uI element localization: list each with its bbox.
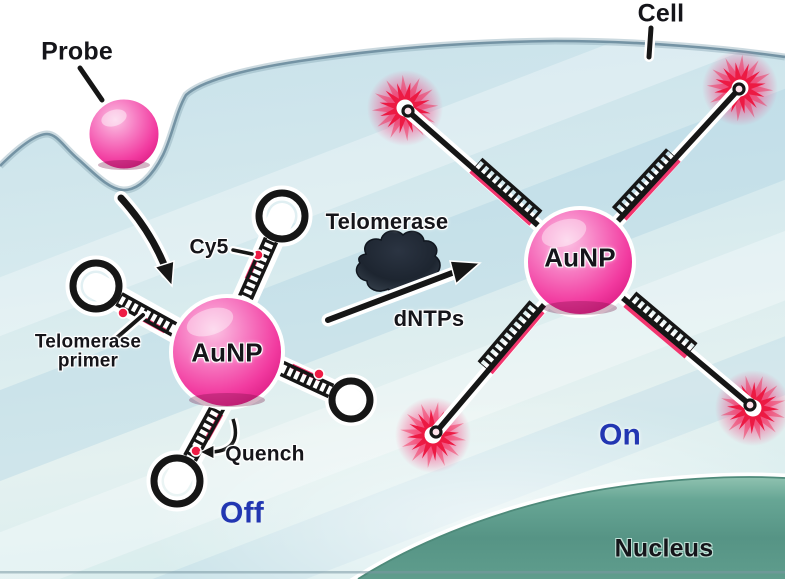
quencher-dot xyxy=(117,307,129,319)
cell-leader-line xyxy=(646,25,654,60)
nucleus-region xyxy=(349,472,785,579)
primer-leader-line xyxy=(111,313,145,343)
label-telomerase-primer-line1: Telomerase xyxy=(34,331,142,353)
label-nucleus: Nucleus xyxy=(614,534,714,563)
label-aunp-left: AuNP xyxy=(191,337,263,368)
extended-strand-top-left xyxy=(401,104,553,239)
nucleus-edge xyxy=(357,476,785,579)
cell-membrane xyxy=(0,39,785,192)
quencher-dot xyxy=(313,368,325,380)
right-aunp-assembly xyxy=(401,82,757,439)
label-quench: Quench xyxy=(225,442,305,466)
left-labels-leaders xyxy=(108,246,256,346)
label-state-on: On xyxy=(598,418,642,452)
probe-sphere xyxy=(86,96,162,172)
probe-leader-line xyxy=(77,65,105,103)
hairpin-probe-bottom-right xyxy=(275,359,374,423)
label-dntps: dNTPs xyxy=(393,305,465,331)
cy5-leader-line xyxy=(231,248,254,256)
uptake-arrow xyxy=(114,191,175,288)
label-telomerase-primer-line2: primer xyxy=(57,351,119,372)
hairpin-probe-bottom-left xyxy=(150,399,227,508)
quench-arrow xyxy=(198,417,240,460)
strand-tip xyxy=(732,82,746,96)
strand-tip xyxy=(401,104,415,118)
label-probe: Probe xyxy=(41,37,113,66)
label-cell: Cell xyxy=(637,0,685,28)
strand-tip xyxy=(743,398,757,412)
figure-bottom-line xyxy=(0,571,785,574)
strand-tip xyxy=(429,425,443,439)
left-aunp-assembly xyxy=(65,185,377,512)
extended-strand-top-right xyxy=(604,82,746,236)
aunp-sphere-left xyxy=(169,294,285,410)
nucleus-body xyxy=(358,477,785,579)
reaction-arrow xyxy=(321,260,482,327)
extended-strand-bottom-right xyxy=(608,285,757,412)
label-state-off: Off xyxy=(220,496,264,530)
quencher-dot xyxy=(190,445,202,457)
label-aunp-right: AuNP xyxy=(544,242,616,273)
leader-lines xyxy=(75,23,656,105)
label-telomerase-primer: Telomerase primer xyxy=(34,331,142,372)
aunp-sphere-right xyxy=(524,206,636,318)
extended-strand-bottom-left xyxy=(429,290,557,439)
label-cy5: Cy5 xyxy=(189,235,229,259)
label-telomerase: Telomerase xyxy=(325,208,449,234)
